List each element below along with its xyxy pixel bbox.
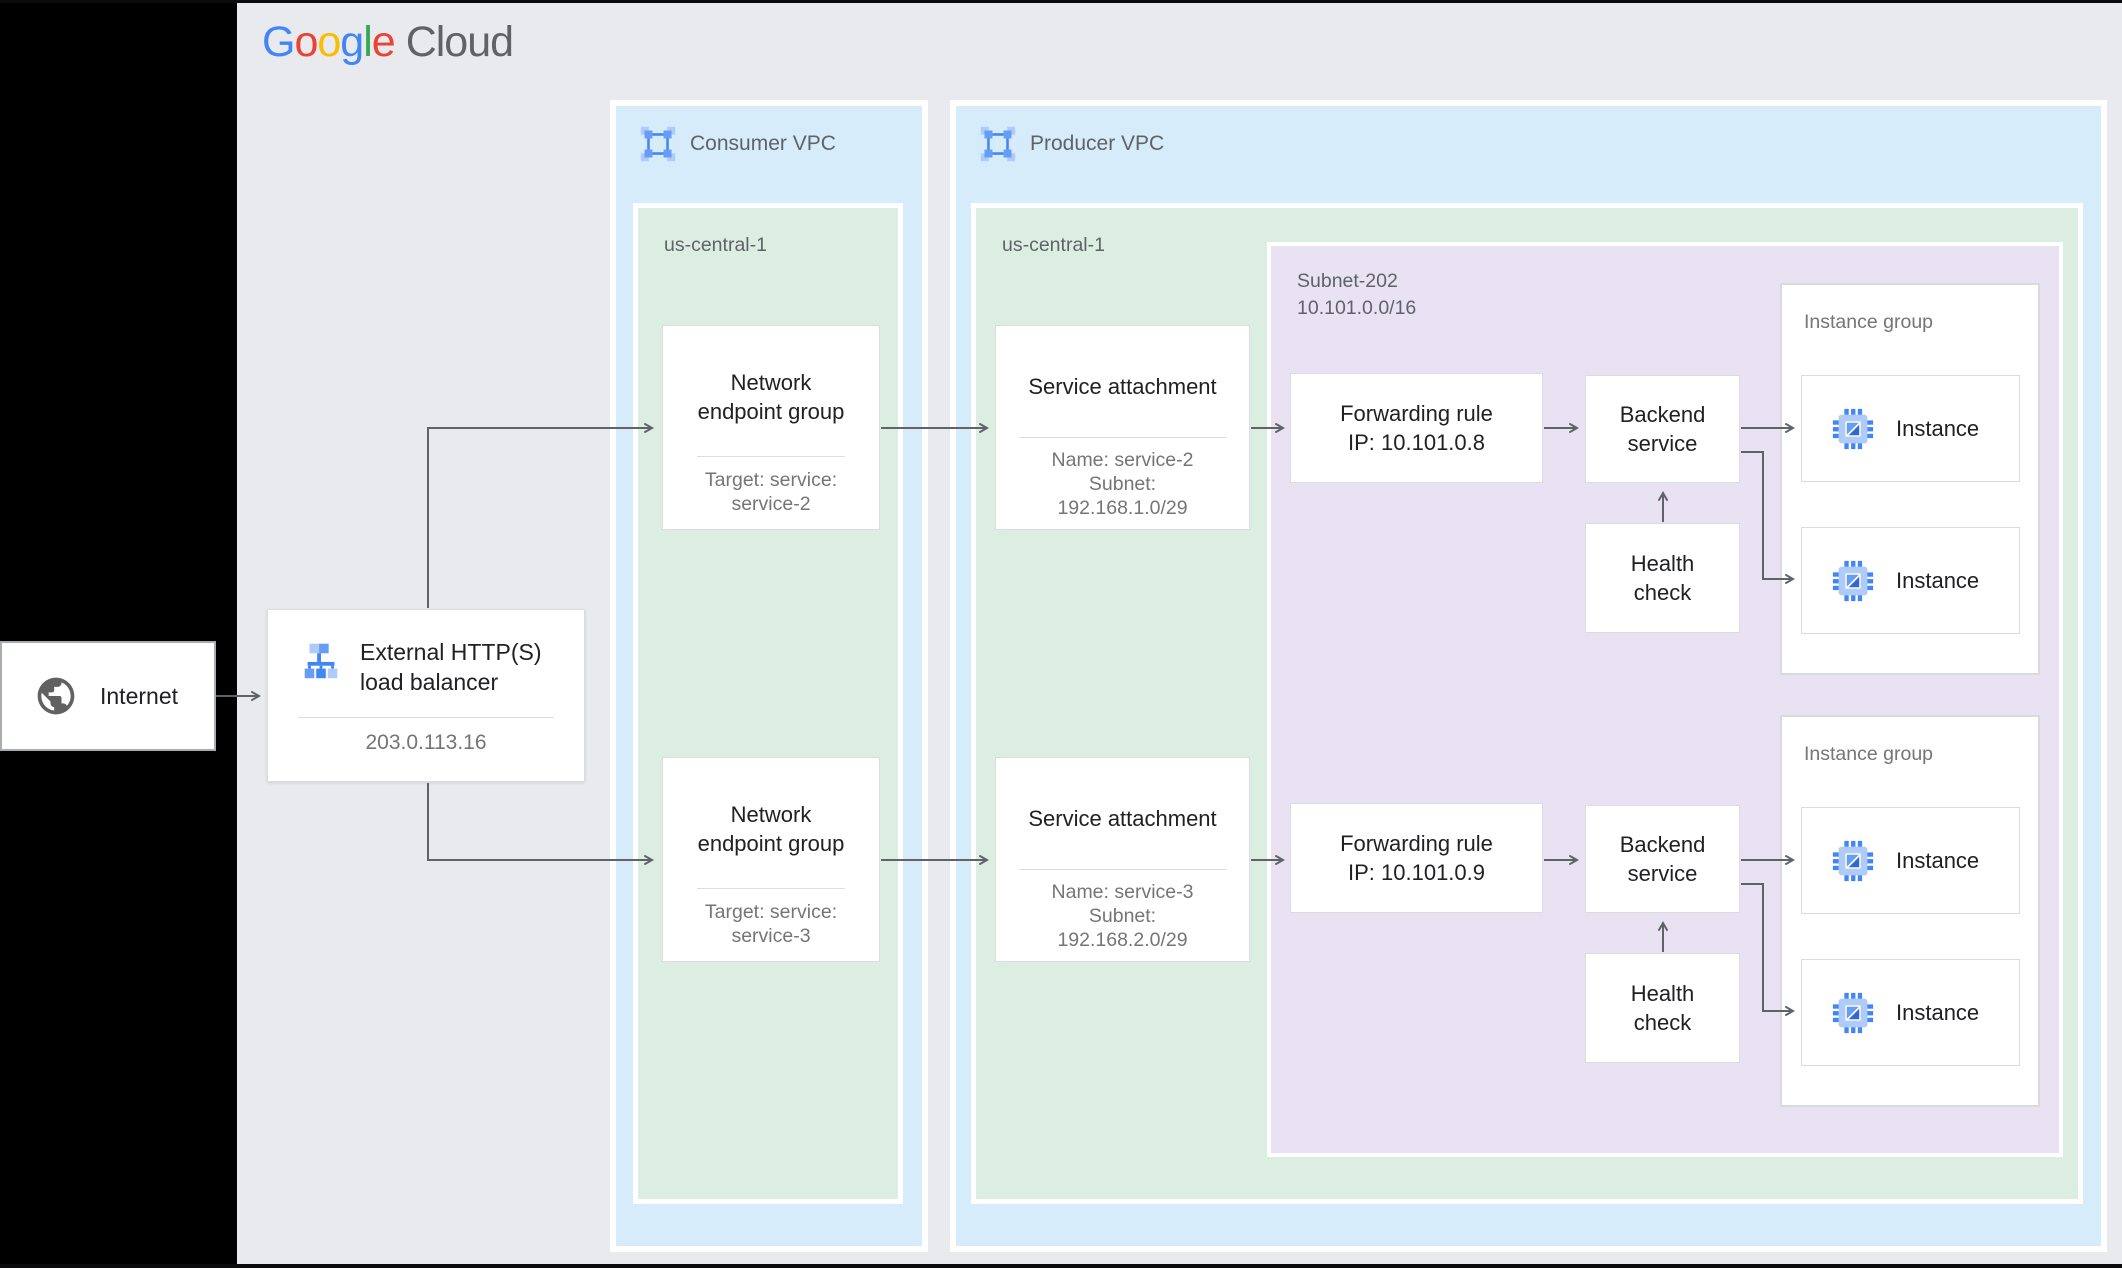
neg1-title: Network endpoint group <box>698 368 845 426</box>
compute-instance-icon <box>1830 558 1876 604</box>
sa2-divider <box>1018 869 1227 870</box>
neg1-target-line1: Target: service: <box>704 469 838 491</box>
neg2-title: Network endpoint group <box>698 800 845 858</box>
forwarding-rule-1: Forwarding rule IP: 10.101.0.8 <box>1290 373 1543 483</box>
bs2-line2: service <box>1627 861 1698 886</box>
instance-group-1: Instance group Instance Instance <box>1780 283 2040 675</box>
lb-title-line2: load balancer <box>360 669 499 695</box>
lb-title: External HTTP(S) load balancer <box>360 637 541 697</box>
compute-instance-icon <box>1830 838 1876 884</box>
subnet-label: Subnet-202 10.101.0.0/16 <box>1297 268 1416 322</box>
sa2-name: Name: service-3 <box>1051 881 1194 903</box>
producer-vpc-label: Producer VPC <box>1030 132 1165 155</box>
fr1-ip: IP: 10.101.0.8 <box>1348 430 1485 455</box>
neg2-divider <box>697 888 845 889</box>
instance-1-label: Instance <box>1896 416 1980 441</box>
service-attachment-1: Service attachment Name: service-2 Subne… <box>995 325 1250 530</box>
neg2-title-line2: endpoint group <box>697 831 845 856</box>
bs1-line1: Backend <box>1619 402 1706 427</box>
fr1-line1: Forwarding rule <box>1340 401 1493 426</box>
bs1-line2: service <box>1627 431 1698 456</box>
fr1-text: Forwarding rule IP: 10.101.0.8 <box>1340 399 1493 457</box>
internet-node: Internet <box>0 641 216 751</box>
bs2-text: Backend service <box>1620 830 1706 888</box>
health-check-1: Health check <box>1585 523 1740 633</box>
sa1-subnet-label: Subnet: <box>1088 473 1157 495</box>
subnet-name: Subnet-202 <box>1297 270 1398 292</box>
instance-3: Instance <box>1801 807 2020 914</box>
network-endpoint-group-1: Network endpoint group Target: service: … <box>662 325 880 530</box>
neg1-title-line1: Network <box>730 370 812 395</box>
sa1-title: Service attachment <box>1028 374 1217 399</box>
fr2-ip: IP: 10.101.0.9 <box>1348 860 1485 885</box>
instance-group-2: Instance group Instance Instance <box>1780 715 2040 1107</box>
neg1-title-line2: endpoint group <box>697 399 845 424</box>
sa2-details: Name: service-3 Subnet: 192.168.2.0/29 <box>1052 880 1194 952</box>
hc1-line1: Health <box>1630 551 1695 576</box>
neg1-divider <box>697 456 845 457</box>
sa2-subnet-label: Subnet: <box>1088 905 1157 927</box>
bottom-border <box>0 1264 2122 1268</box>
vpc-network-icon <box>980 126 1016 162</box>
bs2-line1: Backend <box>1619 832 1706 857</box>
load-balancer-icon <box>298 637 344 683</box>
producer-vpc-header: Producer VPC <box>980 126 1164 162</box>
lb-divider <box>298 717 554 718</box>
lb-ip-address: 203.0.113.16 <box>365 731 487 754</box>
health-check-2: Health check <box>1585 953 1740 1063</box>
instance-4-label: Instance <box>1896 1000 1980 1025</box>
consumer-vpc-header: Consumer VPC <box>640 126 836 162</box>
hc1-text: Health check <box>1631 549 1695 607</box>
internet-label: Internet <box>100 682 178 709</box>
neg1-target-line2: service-2 <box>731 493 811 515</box>
instance-2: Instance <box>1801 527 2020 634</box>
sa1-divider <box>1018 437 1227 438</box>
subnet-cidr: 10.101.0.0/16 <box>1297 297 1417 319</box>
instance-4: Instance <box>1801 959 2020 1066</box>
cloud-wordmark: Cloud <box>405 18 514 66</box>
lb-header-row: External HTTP(S) load balancer <box>298 637 554 697</box>
instance-2-label: Instance <box>1896 568 1980 593</box>
compute-instance-icon <box>1830 990 1876 1036</box>
backend-service-1: Backend service <box>1585 375 1740 483</box>
neg2-target: Target: service: service-3 <box>705 900 837 948</box>
hc1-line2: check <box>1633 580 1692 605</box>
neg1-target: Target: service: service-2 <box>705 468 837 516</box>
network-endpoint-group-2: Network endpoint group Target: service: … <box>662 757 880 962</box>
sa1-details: Name: service-2 Subnet: 192.168.1.0/29 <box>1052 448 1194 520</box>
fr2-line1: Forwarding rule <box>1340 831 1493 856</box>
sa2-subnet-cidr: 192.168.2.0/29 <box>1057 929 1188 951</box>
hc2-line1: Health <box>1630 981 1695 1006</box>
lb-title-line1: External HTTP(S) <box>360 639 542 665</box>
consumer-vpc-label: Consumer VPC <box>690 132 836 155</box>
ig1-label: Instance group <box>1804 311 1934 333</box>
fr2-text: Forwarding rule IP: 10.101.0.9 <box>1340 829 1493 887</box>
neg2-title-line1: Network <box>730 802 812 827</box>
hc2-text: Health check <box>1631 979 1695 1037</box>
left-black-panel <box>0 0 237 1268</box>
sa1-name: Name: service-2 <box>1051 449 1194 471</box>
service-attachment-2: Service attachment Name: service-3 Subne… <box>995 757 1250 962</box>
neg2-target-line2: service-3 <box>731 925 811 947</box>
vpc-network-icon <box>640 126 676 162</box>
globe-icon <box>34 674 78 718</box>
compute-instance-icon <box>1830 406 1876 452</box>
instance-3-label: Instance <box>1896 848 1980 873</box>
google-wordmark: Google <box>262 18 396 66</box>
load-balancer-node: External HTTP(S) load balancer 203.0.113… <box>267 609 585 782</box>
backend-service-2: Backend service <box>1585 805 1740 913</box>
forwarding-rule-2: Forwarding rule IP: 10.101.0.9 <box>1290 803 1543 913</box>
bs1-text: Backend service <box>1620 400 1706 458</box>
top-border <box>0 0 2122 3</box>
sa1-subnet-cidr: 192.168.1.0/29 <box>1057 497 1188 519</box>
consumer-region-label: us-central-1 <box>664 234 767 256</box>
producer-region-label: us-central-1 <box>1002 234 1105 256</box>
hc2-line2: check <box>1633 1010 1692 1035</box>
neg2-target-line1: Target: service: <box>704 901 838 923</box>
sa2-title: Service attachment <box>1028 806 1217 831</box>
ig2-label: Instance group <box>1804 743 1934 765</box>
instance-1: Instance <box>1801 375 2020 482</box>
